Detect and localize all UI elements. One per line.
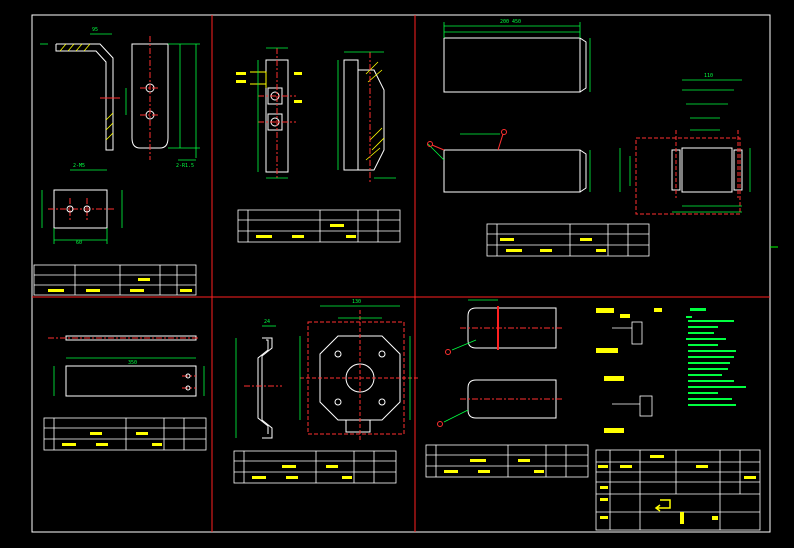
bracket-dimensions xyxy=(40,33,200,161)
sheet-frame xyxy=(31,14,778,533)
bracket-hatch xyxy=(59,43,114,141)
dim-label-b: 200 450 xyxy=(500,19,521,25)
title-mark-icon xyxy=(654,499,671,512)
svg-text:60: 60 xyxy=(76,240,82,246)
dim-label-e: 130 xyxy=(352,299,361,305)
svg-text:2-M5: 2-M5 xyxy=(73,163,85,169)
panel-mounting-block xyxy=(236,47,401,243)
title-block xyxy=(595,449,761,531)
panel-channel: 200 450 110 xyxy=(427,19,751,257)
parts-list-2 xyxy=(237,209,401,243)
parts-list-6 xyxy=(425,444,589,478)
panel-flat-bar: 350 xyxy=(43,335,207,451)
panel-angle-bracket: 95 2-R1.5 60 2-M5 xyxy=(33,27,200,296)
grid-dividers xyxy=(32,15,770,532)
bracket-side-view xyxy=(55,43,114,151)
panel-shafts-titleblock xyxy=(425,299,761,531)
technical-notes xyxy=(686,308,746,406)
panel-octagon-plate: 24 130 xyxy=(233,299,420,484)
parts-list-5 xyxy=(233,450,397,484)
parts-list-3 xyxy=(486,223,650,257)
parts-list-1 xyxy=(33,264,197,296)
svg-text:2-R1.5: 2-R1.5 xyxy=(176,163,194,169)
svg-text:350: 350 xyxy=(128,360,137,366)
dim-label-c: 110 xyxy=(704,73,713,79)
parts-list-4 xyxy=(43,417,207,451)
outer-border xyxy=(31,14,771,533)
dim-label-d: 24 xyxy=(264,319,270,325)
dim-label-a: 95 xyxy=(92,27,98,33)
